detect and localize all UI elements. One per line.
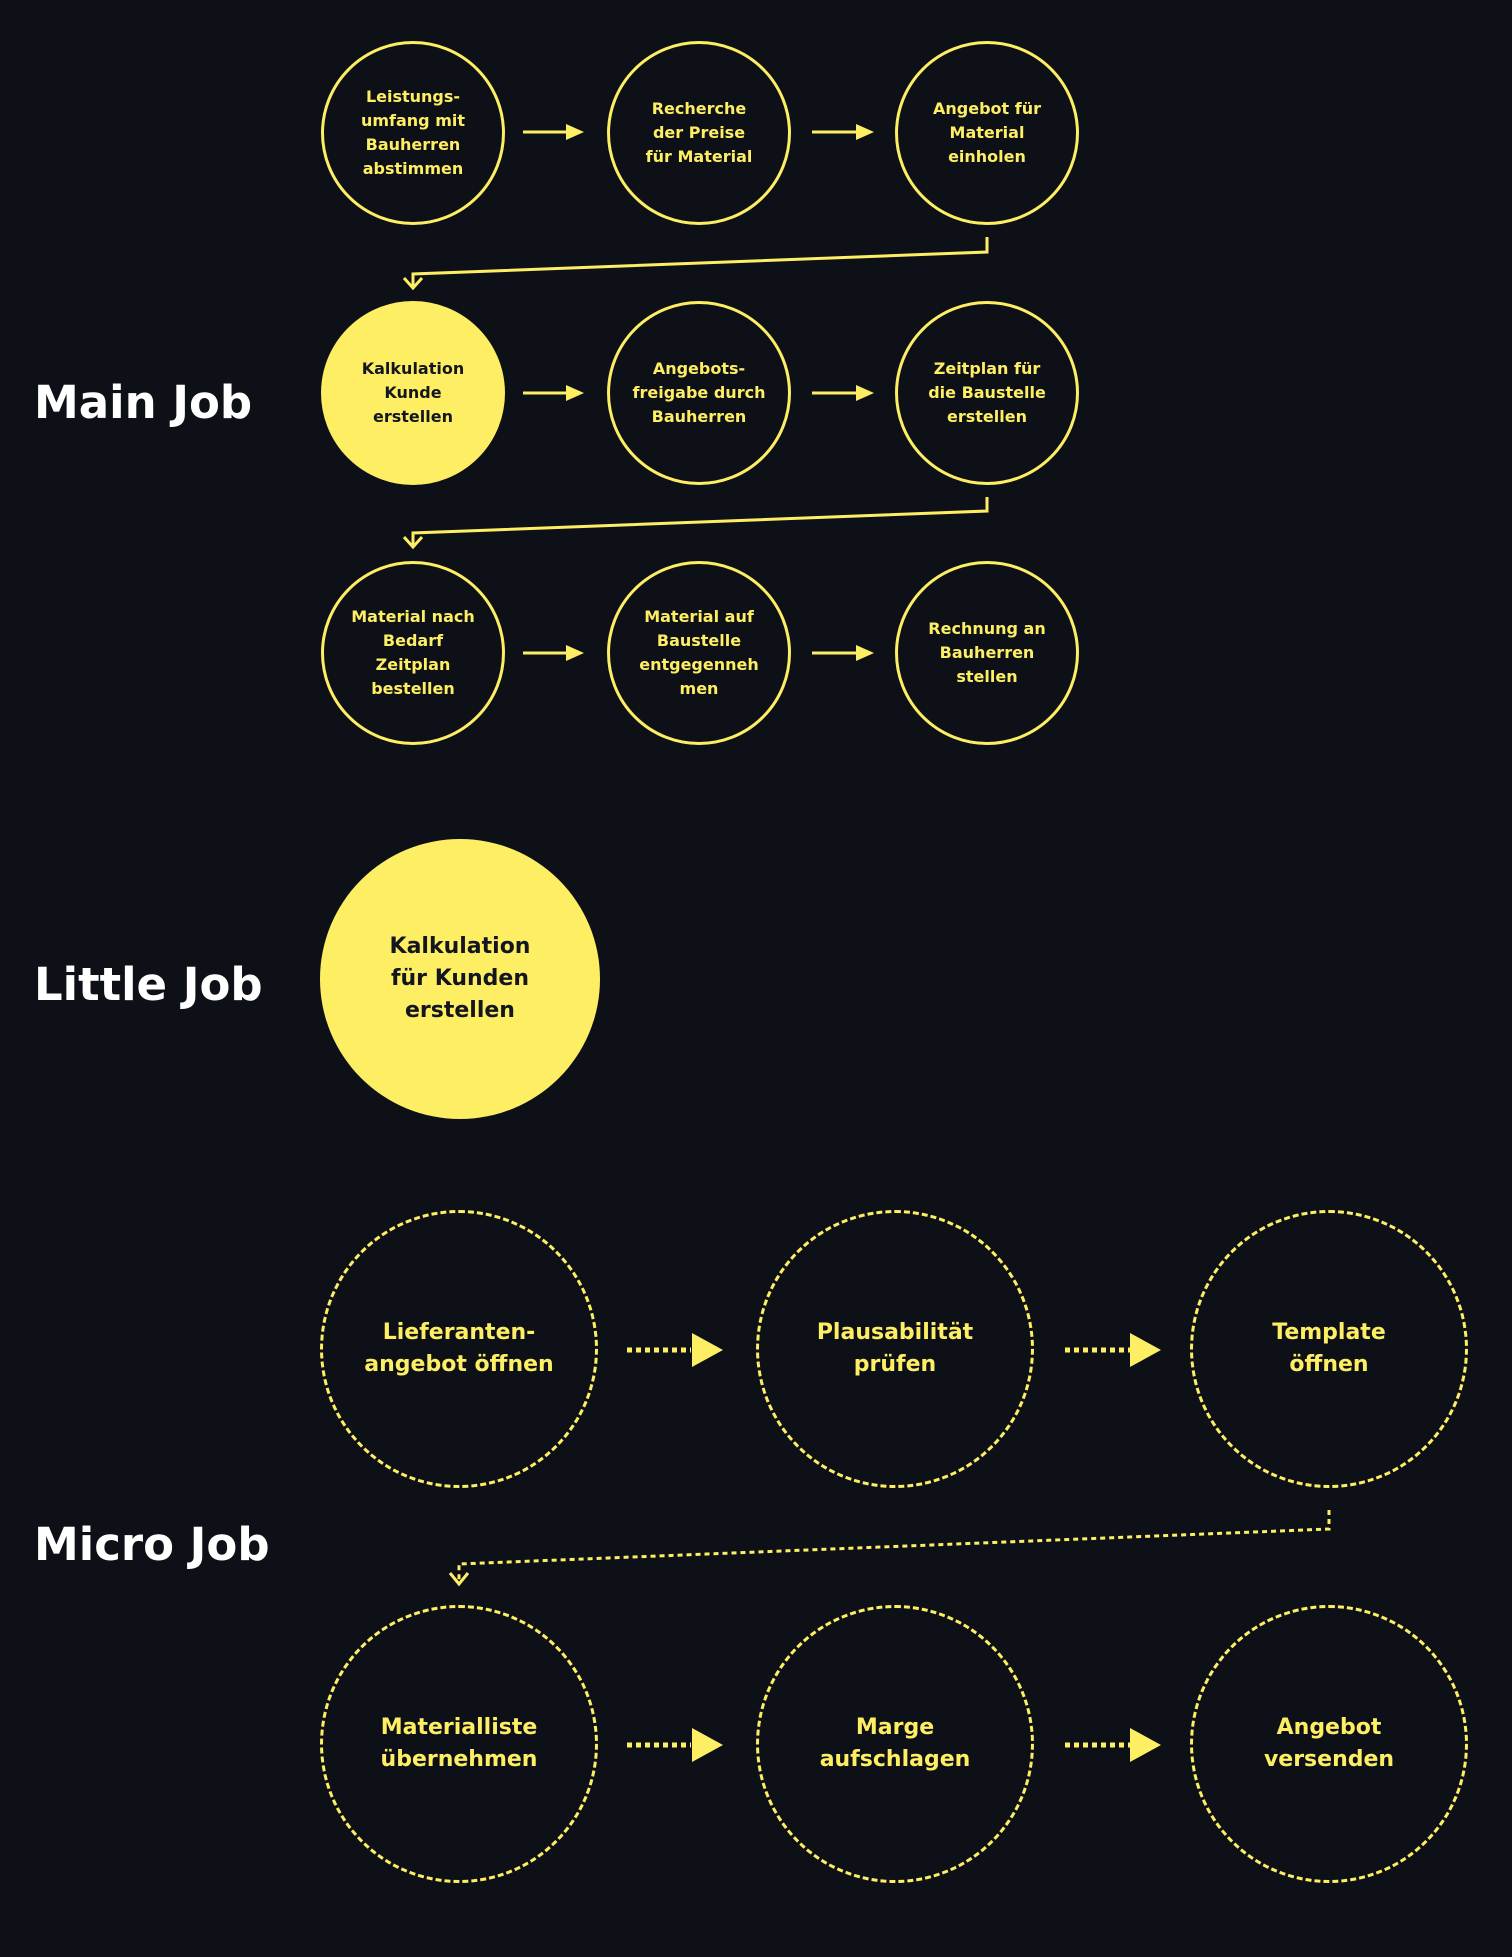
micro-arrow-4-5: [627, 1728, 723, 1762]
micro-step-6-text: Angebot versenden: [1263, 1715, 1395, 1772]
micro-step-4-text: Materialliste übernehmen: [380, 1715, 538, 1772]
micro-step-1: Lieferanten- angebot öffnen: [320, 1210, 598, 1488]
main-step-5: Angebots- freigabe durch Bauherren: [607, 301, 791, 485]
main-step-3: Angebot für Material einholen: [895, 41, 1079, 225]
main-arrow-1-2: [523, 124, 584, 140]
main-step-7: Material nach Bedarf Zeitplan bestellen: [321, 561, 505, 745]
main-step-9: Rechnung an Bauherren stellen: [895, 561, 1079, 745]
little-job-step: Kalkulation für Kunden erstellen: [320, 839, 600, 1119]
micro-step-3-text: Template öffnen: [1272, 1320, 1386, 1377]
micro-arrow-2-3: [1065, 1333, 1161, 1367]
main-step-4-text: Kalkulation Kunde erstellen: [361, 359, 465, 426]
little-job-label: Little Job: [34, 958, 263, 1011]
micro-step-2-text: Plausabilität prüfen: [816, 1320, 974, 1377]
micro-step-5-text: Marge aufschlagen: [819, 1715, 971, 1772]
main-arrow-2-3: [812, 124, 874, 140]
main-step-4-highlighted: Kalkulation Kunde erstellen: [321, 301, 505, 485]
micro-job-label: Micro Job: [34, 1518, 270, 1571]
main-step-8-text: Material auf Baustelle entgegenneh men: [639, 607, 759, 698]
micro-step-2: Plausabilität prüfen: [756, 1210, 1034, 1488]
main-step-3-text: Angebot für Material einholen: [933, 99, 1041, 166]
main-arrow-7-8: [523, 645, 584, 661]
main-step-2-text: Recherche der Preise für Material: [645, 99, 753, 166]
main-job-label: Main Job: [34, 376, 253, 429]
micro-step-1-text: Lieferanten- angebot öffnen: [364, 1320, 554, 1377]
main-step-6: Zeitplan für die Baustelle erstellen: [895, 301, 1079, 485]
main-arrow-4-5: [523, 385, 584, 401]
main-step-2: Recherche der Preise für Material: [607, 41, 791, 225]
main-step-7-text: Material nach Bedarf Zeitplan bestellen: [351, 607, 475, 698]
micro-arrow-5-6: [1065, 1728, 1161, 1762]
micro-step-4: Materialliste übernehmen: [320, 1605, 598, 1883]
micro-arrow-1-2: [627, 1333, 723, 1367]
main-step-1: Leistungs- umfang mit Bauherren abstimme…: [321, 41, 505, 225]
main-wrap-connector-1: [402, 237, 989, 291]
little-job-step-text: Kalkulation für Kunden erstellen: [389, 934, 531, 1023]
micro-step-6: Angebot versenden: [1190, 1605, 1468, 1883]
micro-step-5: Marge aufschlagen: [756, 1605, 1034, 1883]
micro-wrap-connector: [448, 1510, 1331, 1587]
main-step-9-text: Rechnung an Bauherren stellen: [928, 619, 1046, 686]
main-step-8: Material auf Baustelle entgegenneh men: [607, 561, 791, 745]
main-wrap-connector-2: [402, 497, 989, 550]
main-step-5-text: Angebots- freigabe durch Bauherren: [632, 359, 766, 426]
main-arrow-8-9: [812, 645, 874, 661]
main-arrow-5-6: [812, 385, 874, 401]
main-step-6-text: Zeitplan für die Baustelle erstellen: [928, 359, 1046, 426]
micro-step-3: Template öffnen: [1190, 1210, 1468, 1488]
main-step-1-text: Leistungs- umfang mit Bauherren abstimme…: [360, 87, 466, 178]
